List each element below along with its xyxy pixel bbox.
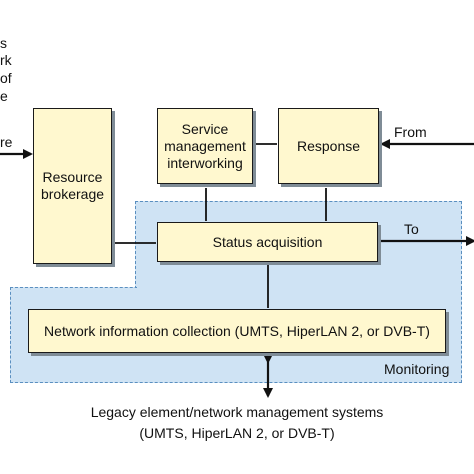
left-arrow-label: re xyxy=(0,134,13,150)
status-acquisition-box: Status acquisition xyxy=(157,222,378,262)
service-management-box: Service management interworking xyxy=(157,108,253,184)
service-management-label: Service management interworking xyxy=(164,120,246,171)
left-fragment-3: of xyxy=(0,70,12,86)
legacy-line-1: Legacy element/network management system… xyxy=(90,404,384,420)
left-fragment-1: s xyxy=(0,35,7,51)
response-box: Response xyxy=(278,108,379,184)
left-fragment-2: rk xyxy=(0,52,12,68)
response-label: Response xyxy=(296,137,361,154)
from-label: From xyxy=(394,124,427,140)
to-label: To xyxy=(404,221,419,237)
resource-brokerage-label: Resource brokerage xyxy=(40,169,105,202)
network-information-label: Network information collection (UMTS, Hi… xyxy=(44,322,430,339)
monitoring-label: Monitoring xyxy=(384,361,450,377)
monitoring-region-join xyxy=(136,284,461,290)
legacy-line-2: (UMTS, HiperLAN 2, or DVB-T) xyxy=(139,425,335,441)
left-fragment-4: e xyxy=(0,88,8,104)
status-acquisition-label: Status acquisition xyxy=(212,233,323,250)
network-information-box: Network information collection (UMTS, Hi… xyxy=(28,309,446,353)
resource-brokerage-box: Resource brokerage xyxy=(33,108,112,264)
